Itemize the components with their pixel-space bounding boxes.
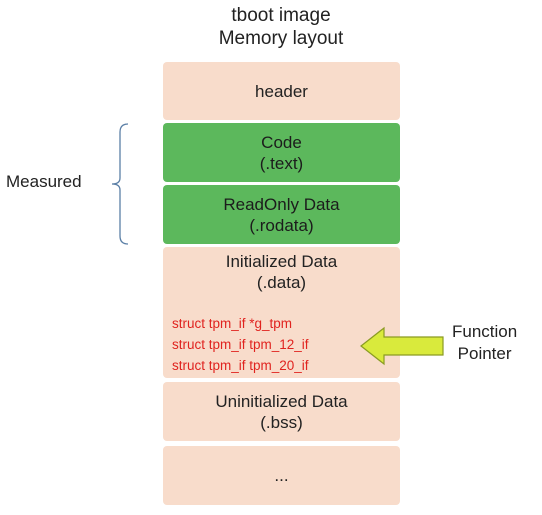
data-block: Initialized Data (.data) struct tpm_if *…: [163, 247, 400, 378]
measured-label: Measured: [6, 172, 82, 191]
function-pointer-label: Function Pointer: [452, 321, 517, 365]
struct-g-tpm: struct tpm_if *g_tpm: [172, 316, 293, 331]
rest-label: ...: [274, 466, 289, 485]
data-label: Initialized Data: [225, 252, 338, 271]
title-line-1: tboot image: [231, 5, 331, 26]
title-line-2: Memory layout: [218, 28, 344, 49]
rest-block: ...: [163, 446, 400, 505]
data-section: (.data): [256, 273, 307, 292]
rodata-section: (.rodata): [249, 215, 314, 235]
bss-section: (.bss): [260, 412, 303, 432]
struct-list: struct tpm_if *g_tpm struct tpm_if tpm_1…: [172, 313, 309, 376]
function-pointer-line-2: Pointer: [457, 344, 512, 363]
code-section: (.text): [259, 153, 304, 173]
code-label: Code: [261, 132, 302, 152]
bss-block: Uninitialized Data (.bss): [163, 382, 400, 441]
code-block: Code (.text): [163, 123, 400, 182]
bss-label: Uninitialized Data: [215, 391, 348, 411]
diagram-title: tboot image Memory layout: [160, 4, 402, 50]
function-pointer-arrow: [360, 326, 444, 366]
rodata-block: ReadOnly Data (.rodata): [163, 185, 400, 244]
header-label: header: [255, 81, 308, 101]
struct-tpm-12-if: struct tpm_if tpm_12_if: [172, 337, 309, 352]
struct-tpm-20-if: struct tpm_if tpm_20_if: [172, 358, 309, 373]
header-block: header: [163, 62, 400, 120]
measured-brace: [111, 123, 129, 245]
function-pointer-line-1: Function: [452, 322, 518, 341]
rodata-label: ReadOnly Data: [223, 194, 340, 214]
